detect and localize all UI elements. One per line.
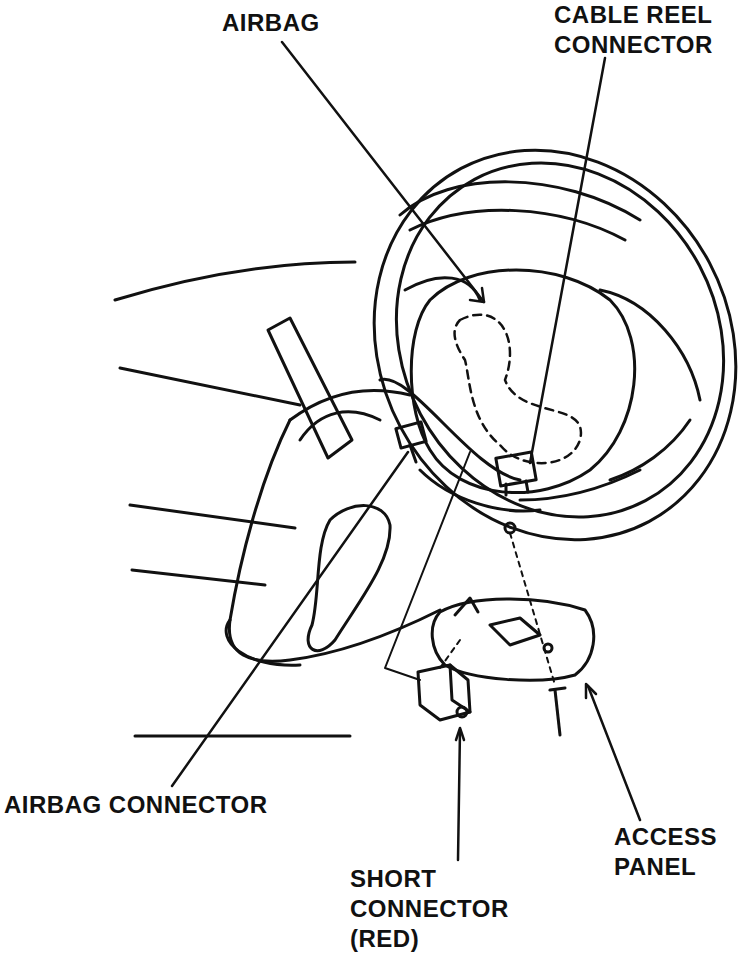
part-label: ACCESS PANEL (614, 822, 744, 882)
part-label: AIRBAG CONNECTOR (4, 790, 344, 820)
part-label: SHORT CONNECTOR (RED) (350, 864, 540, 954)
part-label: AIRBAG (222, 8, 382, 38)
part-label: CABLE REEL CONNECTOR (554, 0, 744, 60)
